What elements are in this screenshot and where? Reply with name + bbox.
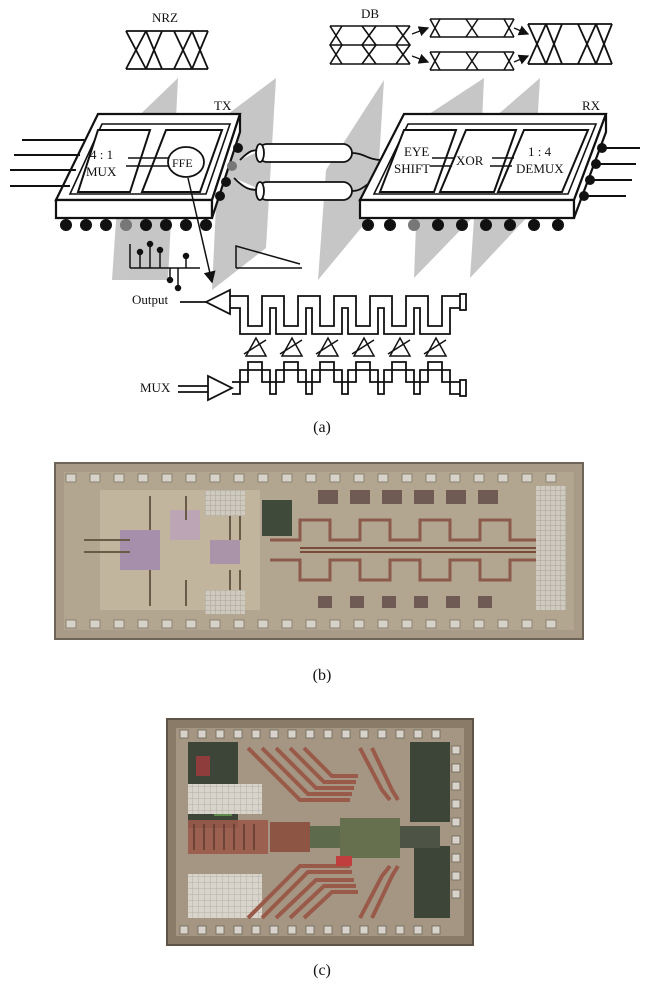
- die-c-core-1: [310, 826, 340, 848]
- die-c-core-2: [340, 818, 400, 858]
- mux-block-label: MUX: [86, 164, 117, 179]
- die-c-fill-left-bottom: [188, 874, 262, 918]
- nrz-eye-diagram: [126, 31, 208, 69]
- small-eye-top: [430, 19, 514, 37]
- rx-label: RX: [582, 98, 601, 113]
- demux-block-label: DEMUX: [516, 161, 564, 176]
- rx-bottom-pads: [362, 219, 564, 231]
- die-b-left-circuit: [84, 490, 260, 614]
- shift-label: SHIFT: [394, 161, 430, 176]
- caption-b: (b): [313, 667, 332, 684]
- schematic-a: NRZ DB: [10, 6, 640, 400]
- mux-ratio-label: 4 : 1: [90, 147, 113, 162]
- die-b-fill-right: [536, 486, 566, 610]
- die-c-core-3: [400, 826, 440, 848]
- die-c-block-bottomright: [414, 846, 450, 918]
- die-b-block: [262, 500, 292, 536]
- nrz-label: NRZ: [152, 10, 178, 25]
- die-c-center-meander: [188, 820, 268, 854]
- ffe-label: FFE: [172, 156, 193, 170]
- db-label: DB: [361, 6, 379, 21]
- output-label: Output: [132, 292, 169, 307]
- db-eye-diagram: [330, 26, 410, 64]
- die-c-block-topright: [410, 742, 450, 822]
- ffe-circuit: [178, 290, 466, 400]
- xor-label: XOR: [456, 153, 484, 168]
- die-c-fill-left-top: [188, 784, 262, 814]
- die-photo-c: [167, 719, 473, 945]
- small-eye-bottom: [430, 52, 514, 70]
- ffe-tap-amplifiers: [244, 338, 446, 356]
- mux-input-label: MUX: [140, 380, 171, 395]
- die-c-red-mark: [336, 856, 352, 866]
- caption-a: (a): [313, 419, 331, 436]
- tx-label: TX: [214, 98, 232, 113]
- demux-ratio-label: 1 : 4: [528, 144, 552, 159]
- die-photo-b: [55, 463, 583, 639]
- output-eye-diagram: [528, 24, 612, 64]
- caption-c: (c): [313, 962, 331, 979]
- eye-label: EYE: [404, 144, 429, 159]
- die-c-amp: [270, 822, 310, 852]
